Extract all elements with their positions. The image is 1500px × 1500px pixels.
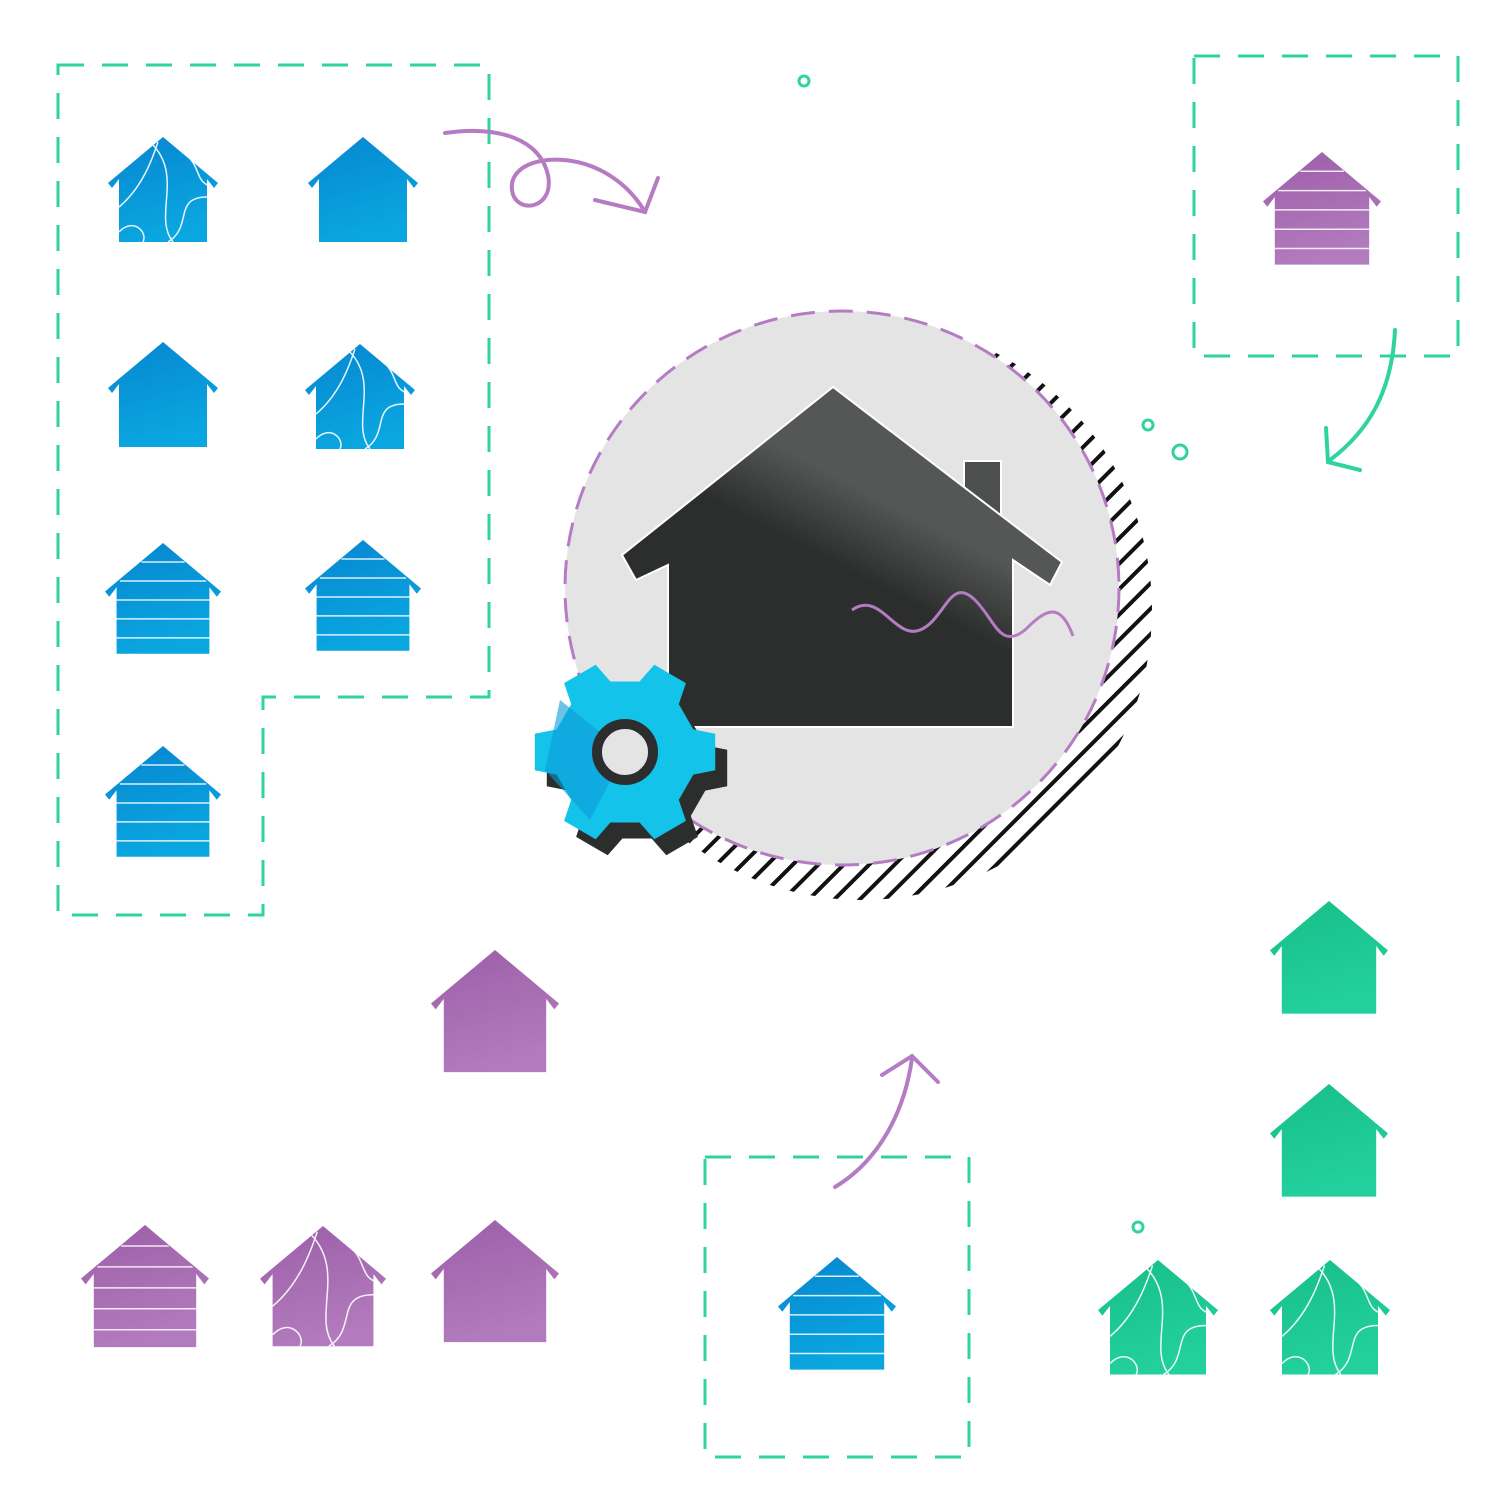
house-icon bbox=[108, 342, 218, 447]
arrow-top-right bbox=[1328, 328, 1397, 462]
dot-decoration bbox=[1141, 418, 1155, 432]
arrow-bottom bbox=[833, 1056, 914, 1189]
house-icon bbox=[305, 344, 415, 450]
dashed-frame-top-right bbox=[1192, 54, 1460, 358]
central-home-badge bbox=[534, 309, 1152, 900]
gear-icon bbox=[534, 664, 728, 856]
house-icon bbox=[431, 950, 559, 1073]
dashed-frame-bottom bbox=[703, 1155, 971, 1459]
house-icon bbox=[105, 746, 221, 857]
dot-decoration bbox=[1131, 1220, 1145, 1234]
house-icon bbox=[305, 540, 421, 651]
house-icon bbox=[81, 1225, 209, 1348]
house-icon bbox=[105, 543, 221, 654]
house-icon bbox=[260, 1226, 386, 1347]
wave-line bbox=[851, 591, 1075, 638]
house-icon bbox=[431, 1220, 559, 1343]
dot-decoration bbox=[1171, 443, 1189, 461]
curly-arrow-top bbox=[443, 128, 647, 214]
house-icon bbox=[1098, 1260, 1218, 1376]
house-icon bbox=[308, 137, 418, 242]
dashed-frame-left bbox=[56, 63, 491, 917]
house-icon bbox=[108, 137, 218, 243]
house-icon bbox=[778, 1257, 896, 1370]
house-icon bbox=[1263, 152, 1381, 265]
dot-decoration bbox=[797, 74, 811, 88]
home-icon bbox=[620, 385, 1064, 728]
house-icon bbox=[1270, 1084, 1388, 1197]
gear-hole bbox=[592, 719, 658, 785]
house-icon bbox=[1270, 901, 1388, 1014]
house-icon bbox=[1270, 1260, 1390, 1376]
